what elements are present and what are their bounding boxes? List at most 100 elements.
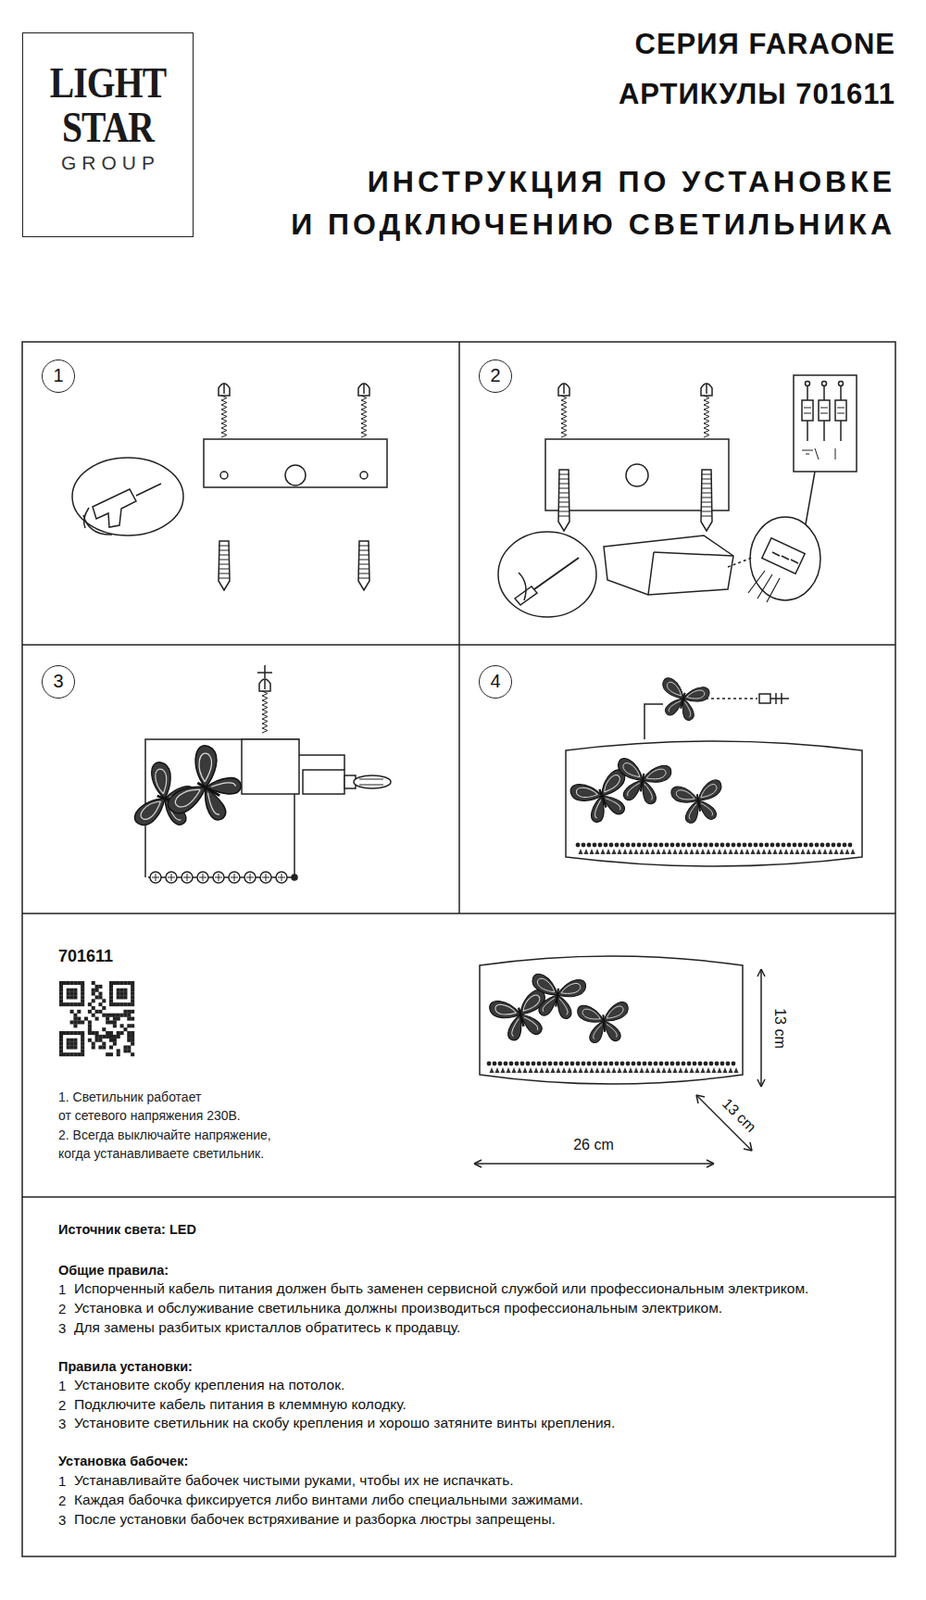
qr-code-part [130, 998, 135, 1002]
wiring-figure-part [803, 407, 812, 413]
qr-code-part [73, 1019, 77, 1024]
product-figure-part [534, 1066, 539, 1073]
butterfly-figure-part [723, 848, 728, 854]
butterfly-figure-part [625, 842, 631, 848]
qr-code-part [95, 984, 100, 989]
wiring-figure-part [801, 448, 836, 460]
qr-code-part [91, 998, 96, 1002]
qr-code-part [130, 1051, 135, 1056]
butterfly-figure-part [653, 842, 659, 848]
product-figure-part [628, 1066, 634, 1073]
qr-code-part [76, 1051, 81, 1056]
qr-code-part [76, 1001, 81, 1006]
butterfly-part-part [670, 783, 699, 806]
product-figure-part [734, 1066, 739, 1073]
butterfly-part-part [642, 762, 673, 786]
butterfly-figure-part [642, 842, 648, 848]
butterfly-part [602, 1013, 605, 1032]
butterfly [612, 757, 673, 807]
assembly-figure-part [230, 873, 238, 881]
qr-code-part [109, 1019, 113, 1024]
qr-code-part [126, 980, 131, 985]
product-figure-part [664, 1061, 670, 1066]
qr-code-part [130, 988, 135, 992]
text-line: И ПОДКЛЮЧЕНИЮ СВЕТИЛЬНИКА [290, 202, 896, 246]
assembly-figure-part [151, 873, 160, 881]
butterfly [164, 742, 251, 836]
mounting-plate-figure-part [223, 383, 226, 394]
wiring-figure-part [518, 572, 526, 601]
qr-code-part [80, 1044, 85, 1049]
butterfly-part [640, 773, 644, 791]
qr-code-part [116, 988, 121, 992]
butterfly-figure-part [675, 842, 681, 848]
butterfly-part-part [205, 767, 244, 803]
butterfly-part [612, 757, 646, 802]
butterfly-figure-part [703, 842, 709, 848]
butterfly-figure-part [748, 842, 753, 848]
qr-code-part [70, 1044, 75, 1049]
butterfly-figure-part [648, 842, 653, 848]
wiring-figure-part [700, 488, 713, 489]
qr-code-part [66, 1044, 71, 1049]
qr-code-part [112, 1019, 117, 1024]
list-number: 3 [58, 1511, 66, 1527]
qr-code-part [98, 1044, 102, 1049]
butterfly-figure-part [664, 842, 670, 848]
list-item: Устанавливайте бабочек чистыми руками, ч… [74, 1471, 514, 1489]
wiring-figure-part [558, 511, 570, 513]
wiring-figure-part [700, 469, 713, 531]
wiring-figure-part [700, 474, 713, 476]
dimension: 13 cm [771, 1007, 789, 1049]
list-number: 2 [58, 1491, 66, 1508]
qr-code-part [116, 1016, 121, 1021]
qr-code-part [120, 980, 125, 985]
wiring-figure-part [837, 407, 845, 413]
mounting-plate-figure-part [358, 550, 370, 551]
text-line: LIGHT [35, 61, 181, 106]
qr-code-part [95, 1038, 100, 1042]
product-figure-part [634, 1066, 639, 1073]
butterfly-part-part [524, 1013, 539, 1032]
qr-code-part [73, 1051, 77, 1056]
butterfly-figure-part [705, 697, 758, 700]
qr-code-part [101, 1034, 106, 1039]
qr-code-part [80, 998, 85, 1002]
wiring-figure-part [839, 385, 842, 401]
product-figure-part [684, 1066, 689, 1073]
assembly-figure-part [167, 873, 176, 881]
assembly-figure-part [244, 871, 256, 883]
product-figure-part [474, 1159, 482, 1167]
qr-code-part [62, 980, 67, 985]
product-figure-part [662, 1066, 667, 1073]
wiring-figure-part [762, 538, 805, 575]
qr-code-part [70, 1001, 75, 1006]
product-figure-part [723, 1066, 728, 1073]
butterfly-part [197, 782, 220, 796]
qr-code-part [105, 1030, 110, 1035]
butterfly-part [601, 1001, 631, 1041]
qr-code-part [80, 1051, 85, 1056]
wiring-figure-part [820, 407, 828, 413]
product-figure-part [728, 1066, 734, 1073]
butterfly-part [697, 793, 701, 811]
butterfly-part-part [687, 687, 706, 701]
panel-frame-part [22, 341, 896, 1556]
product-figure-part [695, 1066, 701, 1073]
qr-code-part [59, 988, 63, 992]
mounting-plate-figure-part [218, 383, 230, 396]
butterfly-figure-part [803, 842, 809, 848]
butterfly-figure-part [814, 842, 820, 848]
assembly-figure-part [260, 871, 272, 883]
butterfly-figure-part [720, 842, 726, 848]
butterfly-figure-part [612, 848, 617, 854]
assembly-figure-part [291, 874, 298, 880]
butterfly-figure-part [606, 848, 612, 854]
qr-code-part [101, 1005, 106, 1010]
mounting-plate-figure-part [218, 559, 230, 561]
qr-code-part [62, 1030, 67, 1035]
product-figure-part [578, 1066, 584, 1073]
product-figure-part [595, 1066, 601, 1073]
assembly-figure-part [150, 871, 162, 883]
qr-code-part [98, 994, 102, 999]
